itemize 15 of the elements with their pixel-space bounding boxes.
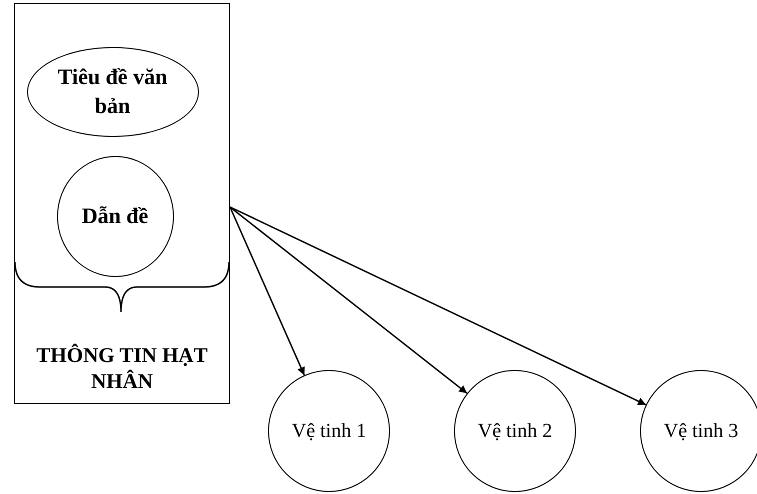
- outline-box: [14, 3, 230, 404]
- heading-label: THÔNG TIN HẠT NHÂN: [35, 342, 209, 394]
- ellipse-node: [640, 370, 757, 492]
- arrow: [230, 206, 646, 406]
- ellipse-node: [26, 46, 198, 136]
- node-label: Tiêu đề văn bản: [56, 62, 168, 120]
- ellipse-node: [56, 156, 174, 276]
- ellipse-node: [454, 370, 576, 492]
- arrow: [229, 206, 306, 376]
- ellipse-node: [268, 370, 390, 492]
- node-label: Vệ tinh 2: [478, 419, 552, 444]
- arrow: [230, 206, 468, 394]
- node-label: Vệ tinh 3: [664, 419, 738, 444]
- node-label: Vệ tinh 1: [292, 419, 366, 444]
- node-label: Dẫn đề: [82, 202, 148, 230]
